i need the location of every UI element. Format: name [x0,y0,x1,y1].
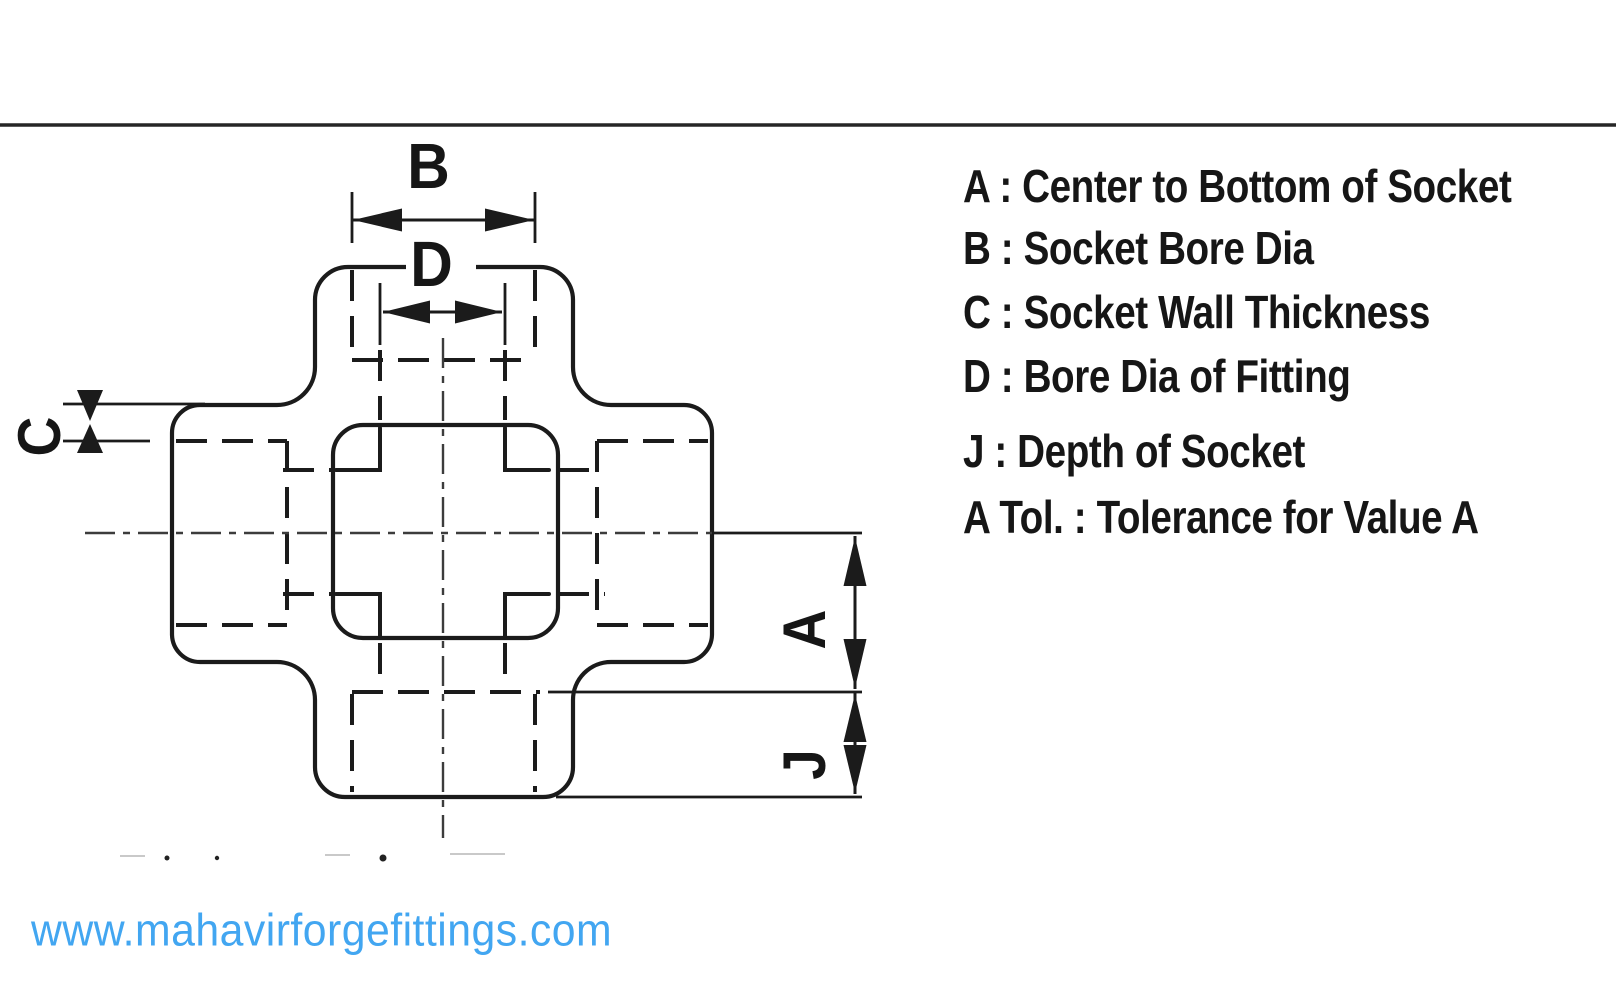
arrowhead-right-icon [485,208,534,232]
arrowhead-up-icon [843,694,867,742]
legend-item-a: A : Center to Bottom of Socket [963,160,1512,212]
dimension-label-j: J [771,750,838,780]
arrowhead-left-icon [383,300,430,324]
fitting-body-outline [169,264,715,800]
dimension-d [383,300,502,324]
dimension-label-a: A [771,610,838,650]
core-body-outline [330,422,561,641]
website-url: www.mahavirforgefittings.com [31,904,613,956]
arrowhead-up-icon [77,424,103,453]
dimension-a [843,536,867,689]
dimension-label-d: D [410,228,453,300]
dimension-c [77,390,103,453]
arrowhead-up-icon [843,537,867,586]
dimension-j [843,693,867,794]
dimension-label-c: C [6,417,73,457]
arrowhead-down-icon [843,639,867,688]
legend-item-b: B : Socket Bore Dia [963,222,1314,274]
scan-artifacts [120,853,505,862]
legend-item-a-tol: A Tol. : Tolerance for Value A [963,491,1479,543]
bore-step-lines [334,426,551,638]
arrowhead-right-icon [455,300,502,324]
legend-item-c: C : Socket Wall Thickness [963,286,1430,338]
legend-item-d: D : Bore Dia of Fitting [963,350,1351,402]
dimension-b [353,208,534,232]
centerlines [85,338,712,838]
label-gap-mask [406,247,476,284]
extension-lines [63,192,862,799]
arrowhead-down-icon [843,745,867,793]
arrowhead-left-icon [353,208,402,232]
arrowhead-down-icon [77,390,103,421]
legend-item-j: J : Depth of Socket [963,425,1305,477]
dimension-label-b: B [407,130,450,202]
